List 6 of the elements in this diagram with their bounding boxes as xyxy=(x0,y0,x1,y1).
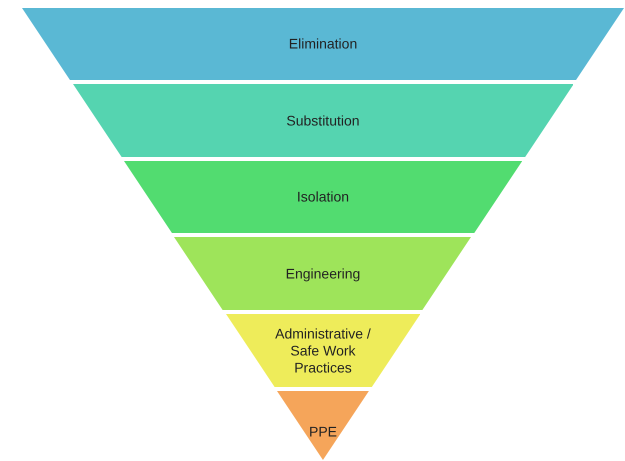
level-label: Elimination xyxy=(288,36,358,52)
level-label: Substitution xyxy=(286,112,360,129)
level-label: Engineering xyxy=(286,265,360,282)
level-label: PPE xyxy=(308,424,337,441)
level-label: Administrative / Safe Work Practices xyxy=(274,325,372,376)
level-label: Isolation xyxy=(296,188,350,206)
